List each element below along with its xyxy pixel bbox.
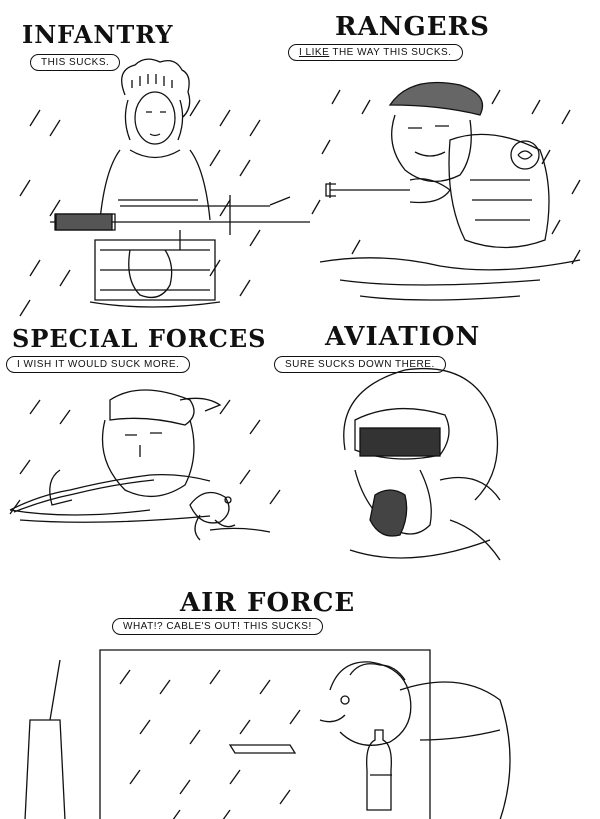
special-forces-speech-bubble: I WISH IT WOULD SUCK MORE.: [6, 356, 191, 373]
air-force-airman-drawing: [24, 649, 511, 819]
rangers-speech-bubble: I LIKE THE WAY THIS SUCKS.: [288, 44, 463, 61]
panel-air-force: AIR FORCE WHAT!? CABLE'S OUT! THIS SUCKS…: [0, 580, 600, 819]
infantry-speech-text: THIS SUCKS.: [41, 57, 110, 68]
special-forces-title: SPECIAL FORCES: [12, 324, 267, 353]
panel-special-forces: SPECIAL FORCES I WISH IT WOULD SUCK MORE…: [0, 320, 300, 580]
air-force-title: AIR FORCE: [180, 588, 356, 618]
infantry-soldier-drawing: [19, 58, 310, 317]
aviation-speech-text: SURE SUCKS DOWN THERE.: [285, 359, 435, 370]
rangers-soldier-drawing: [311, 81, 581, 301]
aviation-speech-bubble: SURE SUCKS DOWN THERE.: [274, 356, 446, 373]
panel-aviation: AVIATION SURE SUCKS DOWN THERE.: [274, 320, 600, 580]
rangers-title: RANGERS: [335, 12, 490, 42]
special-forces-speech-text: I WISH IT WOULD SUCK MORE.: [17, 359, 180, 370]
panel-infantry: INFANTRY THIS SUCKS.: [0, 0, 310, 320]
panel-rangers: RANGERS I LIKE THE WAY THIS SUCKS.: [288, 0, 600, 320]
aviation-pilot-drawing: [343, 367, 501, 561]
aviation-title: AVIATION: [325, 322, 481, 352]
rangers-speech-emphasis: I LIKE: [299, 47, 330, 58]
infantry-title: INFANTRY: [22, 20, 174, 49]
special-forces-soldier-drawing: [9, 389, 281, 541]
air-force-speech-bubble: WHAT!? CABLE'S OUT! THIS SUCKS!: [112, 618, 323, 635]
air-force-speech-text: WHAT!? CABLE'S OUT! THIS SUCKS!: [123, 621, 312, 632]
rangers-speech-text: THE WAY THIS SUCKS.: [329, 47, 452, 58]
infantry-speech-bubble: THIS SUCKS.: [30, 54, 121, 71]
